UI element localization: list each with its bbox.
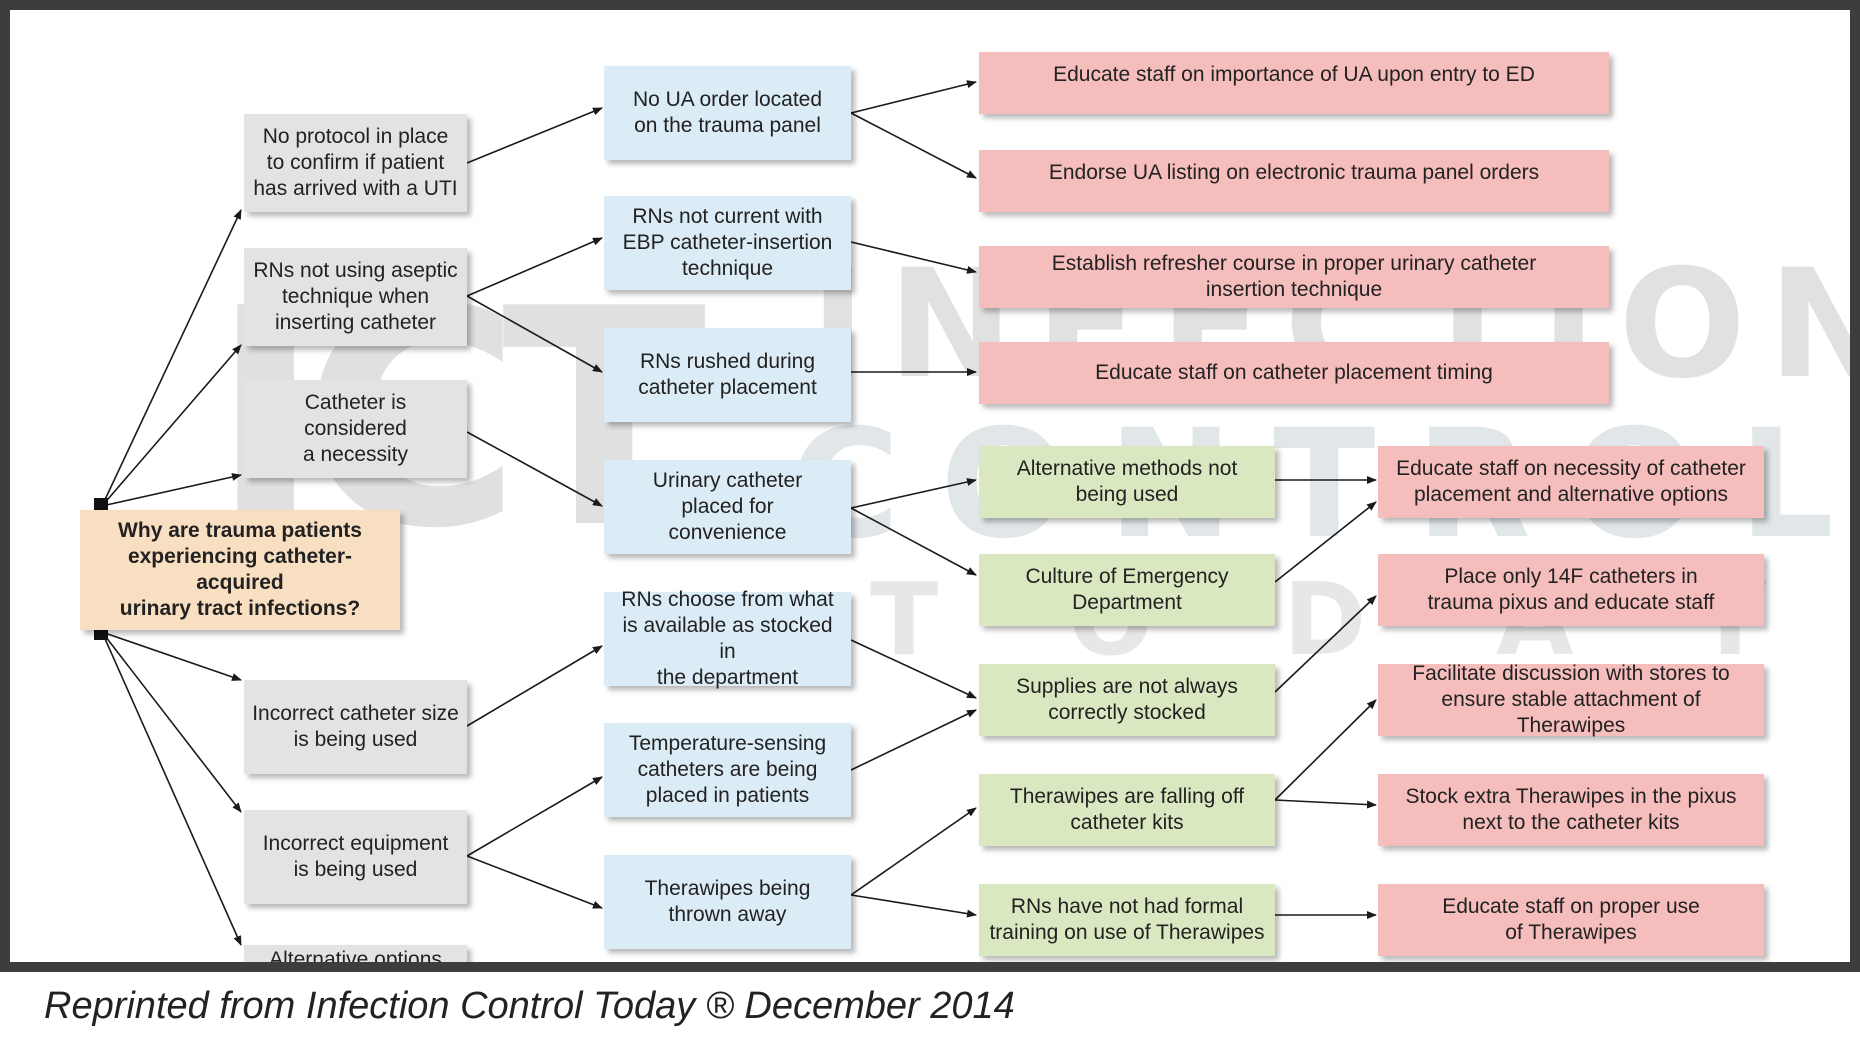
action-fourteen-f: Place only 14F catheters in trauma pixus…	[1378, 554, 1764, 626]
rootcause-supplies-stocked: Supplies are not always correctly stocke…	[979, 664, 1275, 736]
action-refresher-course: Establish refresher course in proper uri…	[979, 246, 1609, 308]
subcause-not-current: RNs not current with EBP catheter-insert…	[604, 196, 851, 290]
connector-arrows	[101, 80, 1377, 946]
action-placement-timing: Educate staff on catheter placement timi…	[979, 342, 1609, 404]
action-facilitate-stores: Facilitate discussion with stores to ens…	[1378, 662, 1764, 737]
rootcause-ed-culture: Culture of Emergency Department	[979, 554, 1275, 626]
subcause-no-ua-order: No UA order located on the trauma panel	[604, 66, 851, 160]
root-question: Why are trauma patients experiencing cat…	[80, 510, 400, 630]
cause-incorrect-equipment: Incorrect equipment is being used	[244, 810, 467, 904]
rootcause-therawipes-falling: Therawipes are falling off catheter kits	[979, 774, 1275, 846]
diagram-canvas: ICT INFECTION CONTROL TODAY	[10, 10, 1850, 962]
cause-incorrect-size: Incorrect catheter size is being used	[244, 680, 467, 774]
action-endorse-ua: Endorse UA listing on electronic trauma …	[979, 150, 1609, 212]
subcause-rushed: RNs rushed during catheter placement	[604, 328, 851, 422]
branch-node-top	[94, 498, 108, 512]
action-educate-ua: Educate staff on importance of UA upon e…	[979, 52, 1609, 114]
cause-aseptic-technique: RNs not using aseptic technique when ins…	[244, 248, 467, 346]
subcause-choose-stocked: RNs choose from what is available as sto…	[604, 588, 851, 689]
cause-catheter-necessity: Catheter is considered a necessity	[244, 380, 467, 478]
rootcause-alternative-methods: Alternative methods not being used	[979, 446, 1275, 518]
subcause-temperature-sensing: Temperature-sensing catheters are being …	[604, 723, 851, 817]
rootcause-no-training: RNs have not had formal training on use …	[979, 884, 1275, 956]
subcause-therawipes-thrown: Therawipes being thrown away	[604, 855, 851, 949]
diagram-frame: ICT INFECTION CONTROL TODAY	[0, 0, 1860, 972]
action-educate-necessity: Educate staff on necessity of catheter p…	[1378, 446, 1764, 518]
cause-alternative-options: Alternative options	[244, 945, 467, 962]
subcause-convenience: Urinary catheter placed for convenience	[604, 460, 851, 554]
action-stock-extra: Stock extra Therawipes in the pixus next…	[1378, 774, 1764, 846]
action-proper-use: Educate staff on proper use of Therawipe…	[1378, 884, 1764, 956]
cause-no-protocol: No protocol in place to confirm if patie…	[244, 114, 467, 212]
caption: Reprinted from Infection Control Today ®…	[44, 985, 1015, 1027]
